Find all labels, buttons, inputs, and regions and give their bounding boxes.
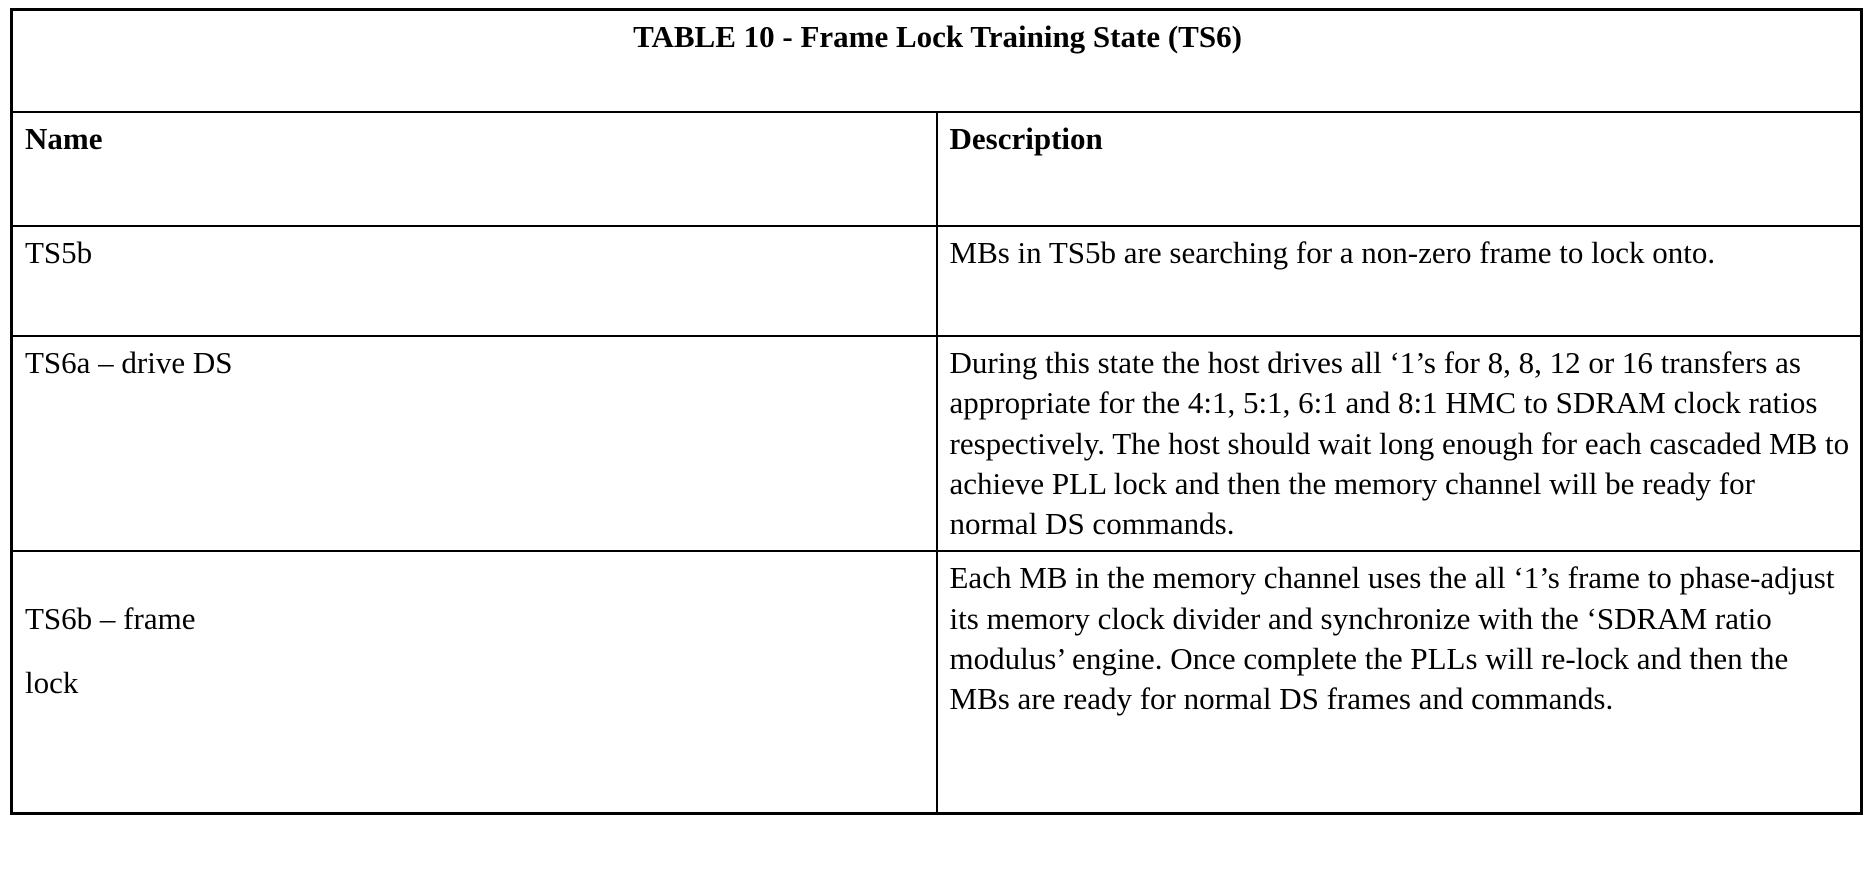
table-row: TS6b – frame lock Each MB in the memory … <box>10 550 1863 815</box>
row-name-ts5b: TS5b <box>10 225 938 337</box>
table-row: TS5b MBs in TS5b are searching for a non… <box>10 225 1863 337</box>
row-name-ts6b: TS6b – frame lock <box>10 550 938 815</box>
row-description-ts6a: During this state the host drives all ‘1… <box>935 334 1863 553</box>
table-title: TABLE 10 - Frame Lock Training State (TS… <box>633 19 1242 54</box>
table-title-cell: TABLE 10 - Frame Lock Training State (TS… <box>10 8 1863 113</box>
table-header-row: Name Description <box>10 111 1863 227</box>
row-name-ts6b-line2: lock <box>25 665 79 701</box>
table-title-row: TABLE 10 - Frame Lock Training State (TS… <box>10 8 1863 113</box>
row-description-ts5b: MBs in TS5b are searching for a non-zero… <box>935 225 1863 337</box>
row-name-ts6a: TS6a – drive DS <box>10 334 938 553</box>
table-row: TS6a – drive DS During this state the ho… <box>10 334 1863 553</box>
table-body: TABLE 10 - Frame Lock Training State (TS… <box>10 8 1863 815</box>
row-name-ts6b-line1: TS6b – frame <box>25 600 196 636</box>
row-description-ts6b: Each MB in the memory channel uses the a… <box>935 550 1863 815</box>
column-header-name: Name <box>10 111 938 227</box>
column-header-description: Description <box>935 111 1863 227</box>
frame-lock-training-state-table: TABLE 10 - Frame Lock Training State (TS… <box>10 8 1863 816</box>
